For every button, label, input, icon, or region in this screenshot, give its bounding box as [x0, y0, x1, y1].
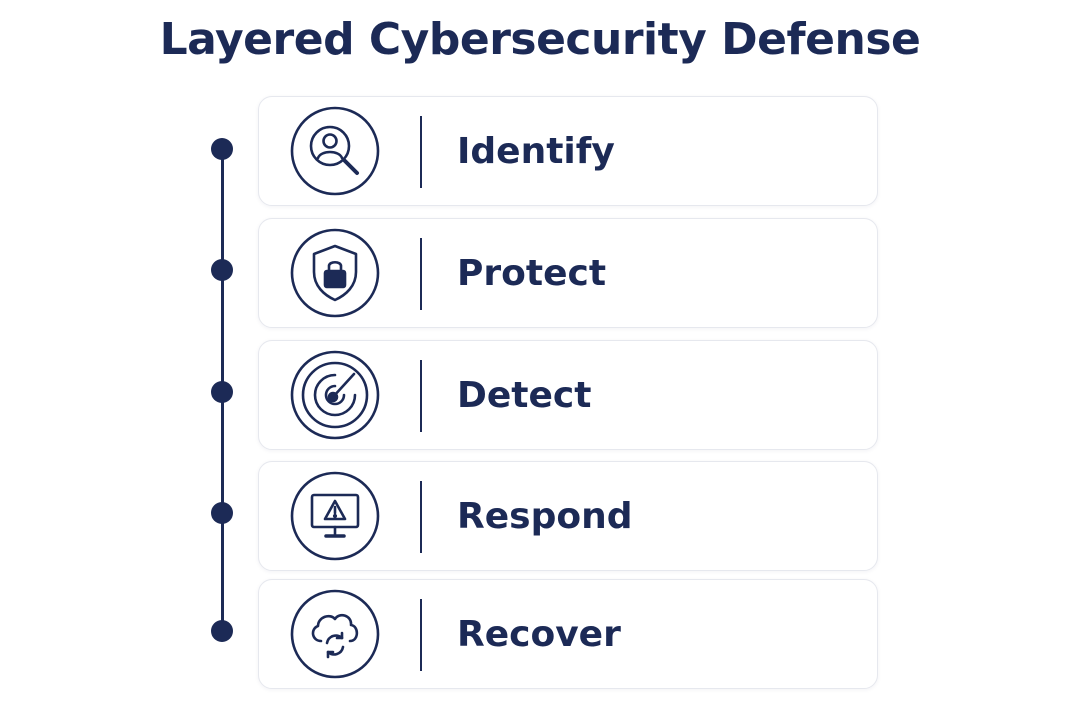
user-search-icon: [290, 106, 380, 196]
cloud-sync-icon: [290, 589, 380, 679]
shield-lock-icon: [290, 228, 380, 318]
layer-label-respond: Respond: [457, 496, 633, 537]
card-divider: [420, 360, 422, 432]
layer-label-recover: Recover: [457, 614, 621, 655]
radar-icon: [290, 350, 380, 440]
card-divider: [420, 481, 422, 553]
timeline-dot-protect: [211, 259, 233, 281]
layer-label-protect: Protect: [457, 253, 607, 294]
monitor-warning-icon: [290, 471, 380, 561]
layer-label-detect: Detect: [457, 375, 592, 416]
card-divider: [420, 238, 422, 310]
layer-label-identify: Identify: [457, 131, 615, 172]
page-title: Layered Cybersecurity Defense: [159, 14, 921, 65]
timeline-dot-identify: [211, 138, 233, 160]
timeline-dot-detect: [211, 381, 233, 403]
layer-card-protect: Protect: [258, 218, 878, 328]
timeline-dot-respond: [211, 502, 233, 524]
card-divider: [420, 116, 422, 188]
timeline-dot-recover: [211, 620, 233, 642]
layer-card-detect: Detect: [258, 340, 878, 450]
layer-card-respond: Respond: [258, 461, 878, 571]
layer-card-identify: Identify: [258, 96, 878, 206]
layer-card-recover: Recover: [258, 579, 878, 689]
card-divider: [420, 599, 422, 671]
